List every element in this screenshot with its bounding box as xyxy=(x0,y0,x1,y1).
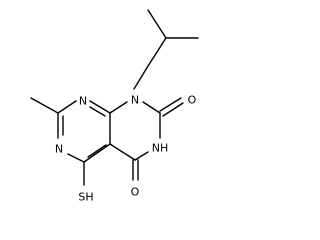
atom-label-n8: N xyxy=(131,94,139,107)
bond-c8a-n8 xyxy=(109,101,128,114)
bond-n1-c2 xyxy=(57,100,77,114)
bond-n8-ch2 xyxy=(133,65,149,90)
molecule-structure-diagram: N N N NH O O SH xyxy=(30,9,199,204)
bond-c2-methyl xyxy=(30,97,59,114)
bond-c7-o-upper-a xyxy=(159,97,182,112)
atom-label-n1: N xyxy=(79,95,87,108)
atom-label-n3: N xyxy=(55,143,63,156)
bond-c8a-n1 xyxy=(89,100,111,114)
bond-nh-c5 xyxy=(134,151,149,161)
atom-labels: N N N NH O O SH xyxy=(55,94,197,204)
atom-label-o-lower: O xyxy=(131,186,140,199)
atom-label-nh: NH xyxy=(152,142,169,155)
bond-c5-c4a xyxy=(109,143,136,161)
atom-label-o-upper: O xyxy=(188,94,197,107)
bond-isobutyl-ch2-ch xyxy=(147,37,167,67)
bond-c4-c4a-inner xyxy=(87,144,107,158)
bond-c8a-n1-inner xyxy=(89,106,106,117)
bond-c7-o-upper-b xyxy=(162,102,184,117)
bond-isobutyl-ch-methyl-upper xyxy=(147,9,167,39)
bonds xyxy=(30,9,199,186)
atom-label-sh: SH xyxy=(78,191,93,204)
bond-n8-c7 xyxy=(142,101,161,114)
bond-c4-c4a xyxy=(83,143,111,163)
bond-n3-c4 xyxy=(67,153,85,163)
